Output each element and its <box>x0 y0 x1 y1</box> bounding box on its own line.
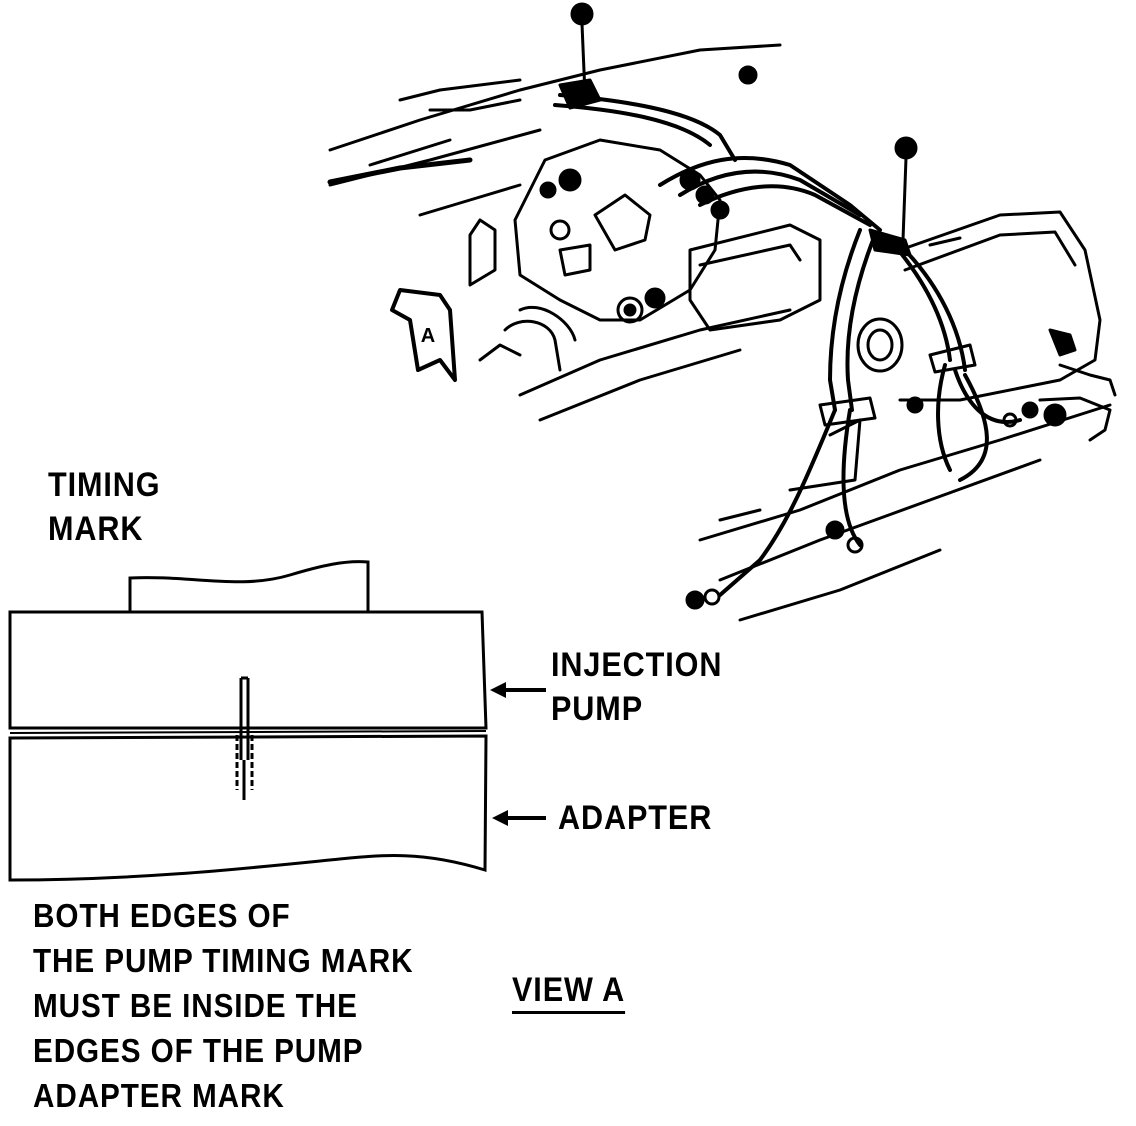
adapter-arrow <box>492 810 546 826</box>
alignment-note-line-2: THE PUMP TIMING MARK <box>33 942 414 979</box>
injection-pump-arrow <box>490 682 546 698</box>
timing-mark-label: TIMING MARK <box>48 463 160 551</box>
view-a-callout-letter: A <box>421 325 435 347</box>
injection-pump-label: INJECTION PUMP <box>551 643 722 731</box>
adapter-timing-mark <box>235 735 254 800</box>
view-a-title: VIEW A <box>512 971 626 1009</box>
intake-manifold <box>327 43 782 217</box>
engine-illustration <box>327 2 1117 622</box>
timing-mark-label-line-2: MARK <box>48 510 144 548</box>
injection-pump-label-line-2: PUMP <box>551 690 644 728</box>
alignment-note-line-5: ADAPTER MARK <box>33 1077 285 1114</box>
line-clamps <box>558 78 977 492</box>
alignment-note-line-3: MUST BE INSIDE THE <box>33 987 358 1024</box>
line-fittings <box>679 65 1039 610</box>
alignment-note-line-4: EDGES OF THE PUMP <box>33 1032 364 1069</box>
adapter-label: ADAPTER <box>558 799 713 837</box>
pump-timing-mark <box>239 676 250 760</box>
pump-adapter-housing <box>478 223 822 422</box>
timing-mark-label-line-1: TIMING <box>48 466 161 504</box>
engine-block <box>698 403 1112 622</box>
alignment-note-line-1: BOTH EDGES OF <box>33 897 291 934</box>
valve-cover <box>856 210 1117 442</box>
injection-pump-block <box>8 610 488 730</box>
view-a-detail <box>8 560 488 882</box>
adapter-block <box>8 734 488 882</box>
pump-top-profile <box>128 560 370 612</box>
injection-pump-label-line-1: INJECTION <box>551 646 723 684</box>
clamp-bolts <box>570 2 918 242</box>
alignment-note: BOTH EDGES OF THE PUMP TIMING MARK MUST … <box>33 893 413 1118</box>
view-a-callout-arrow <box>390 288 457 382</box>
